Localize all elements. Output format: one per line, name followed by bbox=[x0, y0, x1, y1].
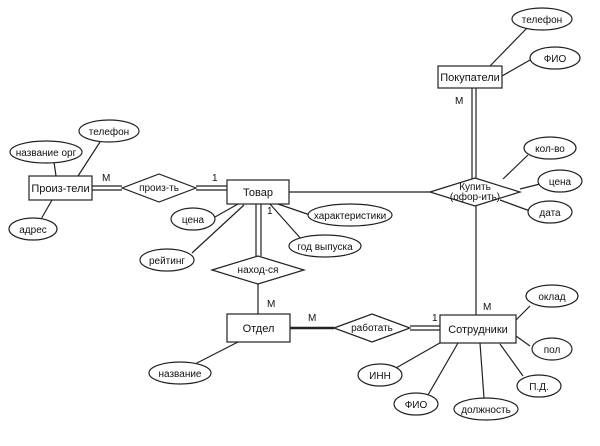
attribute-label: характеристики bbox=[314, 211, 386, 222]
attr-line bbox=[499, 343, 524, 377]
attribute-sotr-dolzhnost[interactable]: должность bbox=[453, 397, 519, 421]
attr-line bbox=[395, 339, 446, 369]
entity-label: Отдел bbox=[243, 323, 275, 335]
attribute-label: П.Д. bbox=[529, 382, 549, 393]
attr-line bbox=[499, 199, 531, 212]
entity-label: Сотрудники bbox=[448, 324, 508, 336]
attr-line bbox=[214, 203, 239, 218]
cardinality-label: M bbox=[267, 299, 275, 310]
attribute-label: название орг bbox=[16, 148, 77, 159]
attr-line bbox=[277, 203, 311, 216]
relationship-label: Купить bbox=[459, 182, 491, 193]
attribute-otdel-nazvanie[interactable]: название bbox=[148, 361, 212, 385]
attribute-pokupateli-fio[interactable]: ФИО bbox=[529, 46, 581, 70]
relationship-label: наход-ся bbox=[238, 265, 279, 276]
attribute-label: ФИО bbox=[405, 400, 428, 411]
relationship-proizvodit[interactable]: произ-ть bbox=[120, 173, 198, 203]
attr-line bbox=[39, 199, 53, 222]
cardinality-label: M bbox=[308, 313, 316, 324]
attribute-label: дата bbox=[539, 208, 561, 219]
attribute-label: ФИО bbox=[544, 54, 567, 65]
attribute-sotr-pol[interactable]: пол bbox=[531, 337, 573, 361]
attr-line bbox=[53, 161, 57, 177]
relationship-nahoditsya[interactable]: наход-ся bbox=[209, 255, 307, 285]
attr-line bbox=[501, 59, 531, 77]
attribute-label: кол-во bbox=[535, 144, 565, 155]
attribute-label: пол bbox=[544, 345, 561, 356]
attribute-label: цена bbox=[549, 177, 572, 188]
attribute-pokupateli-telefon[interactable]: телефон bbox=[511, 7, 573, 31]
attr-line bbox=[191, 204, 245, 254]
attr-line bbox=[515, 305, 531, 321]
cardinality-label: M bbox=[102, 173, 110, 184]
connector-lines bbox=[39, 27, 541, 399]
attribute-tovar-reyting[interactable]: рейтинг bbox=[139, 248, 195, 272]
attribute-label: название bbox=[159, 369, 202, 380]
attribute-label: должность bbox=[461, 405, 511, 416]
attribute-label: адрес bbox=[19, 225, 47, 236]
entity-sotrudniki[interactable]: Сотрудники bbox=[439, 314, 517, 344]
attribute-label: телефон bbox=[522, 14, 562, 26]
relationship-label: (офор-ить) bbox=[450, 191, 500, 203]
entity-tovar[interactable]: Товар bbox=[226, 179, 290, 205]
attribute-sotr-pd[interactable]: П.Д. bbox=[516, 374, 562, 398]
attribute-kupit-kolvo[interactable]: кол-во bbox=[523, 136, 577, 160]
relationship-label: работать bbox=[351, 322, 393, 334]
attribute-proizv-telefon[interactable]: телефон bbox=[78, 119, 140, 143]
cardinality-label: M bbox=[455, 96, 463, 107]
cardinality-label: 1 bbox=[212, 173, 218, 184]
attribute-proizv-nazvanie[interactable]: название орг bbox=[9, 140, 83, 164]
attribute-label: телефон bbox=[89, 126, 129, 138]
attribute-label: оклад bbox=[538, 292, 565, 303]
attr-line bbox=[269, 203, 303, 241]
entity-proizvoditeli[interactable]: Произ-тели bbox=[28, 175, 93, 201]
attribute-proizv-adres[interactable]: адрес bbox=[8, 217, 58, 241]
relationship-rabotat[interactable]: работать bbox=[332, 313, 412, 343]
attribute-label: цена bbox=[182, 215, 205, 226]
attr-line bbox=[77, 141, 101, 177]
attr-line bbox=[502, 154, 529, 180]
attribute-sotr-inn[interactable]: ИНН bbox=[357, 363, 403, 387]
attribute-kupit-cena[interactable]: цена bbox=[537, 169, 583, 193]
relationship-label: произ-ть bbox=[139, 183, 179, 194]
attribute-label: ИНН bbox=[369, 371, 391, 382]
attribute-label: год выпуска bbox=[297, 242, 353, 253]
attribute-sotr-oklad[interactable]: оклад bbox=[525, 284, 579, 308]
cardinality-labels: M 1 1 M M M 1 M bbox=[102, 96, 491, 324]
attr-line bbox=[194, 341, 239, 365]
entity-otdel[interactable]: Отдел bbox=[226, 313, 291, 343]
attr-line bbox=[479, 342, 485, 399]
entity-label: Произ-тели bbox=[31, 183, 89, 195]
entity-label: Покупатели bbox=[440, 72, 500, 84]
cardinality-label: 1 bbox=[267, 206, 273, 217]
attribute-kupit-data[interactable]: дата bbox=[527, 200, 573, 224]
attribute-label: рейтинг bbox=[149, 256, 185, 267]
attr-line bbox=[515, 335, 531, 347]
cardinality-label: 1 bbox=[432, 313, 438, 324]
attribute-tovar-cena[interactable]: цена bbox=[170, 207, 216, 231]
attr-line bbox=[519, 183, 541, 190]
attr-line bbox=[489, 27, 528, 67]
relationship-kupit[interactable]: Купить (офор-ить) bbox=[427, 177, 523, 207]
attribute-tovar-god[interactable]: год выпуска bbox=[288, 234, 362, 258]
attribute-tovar-harakteristiki[interactable]: характеристики bbox=[307, 203, 393, 227]
cardinality-label: M bbox=[483, 302, 491, 313]
entity-label: Товар bbox=[243, 187, 273, 199]
entity-pokupateli[interactable]: Покупатели bbox=[437, 65, 503, 89]
attribute-sotr-fio[interactable]: ФИО bbox=[393, 392, 439, 416]
attr-line bbox=[427, 342, 459, 396]
